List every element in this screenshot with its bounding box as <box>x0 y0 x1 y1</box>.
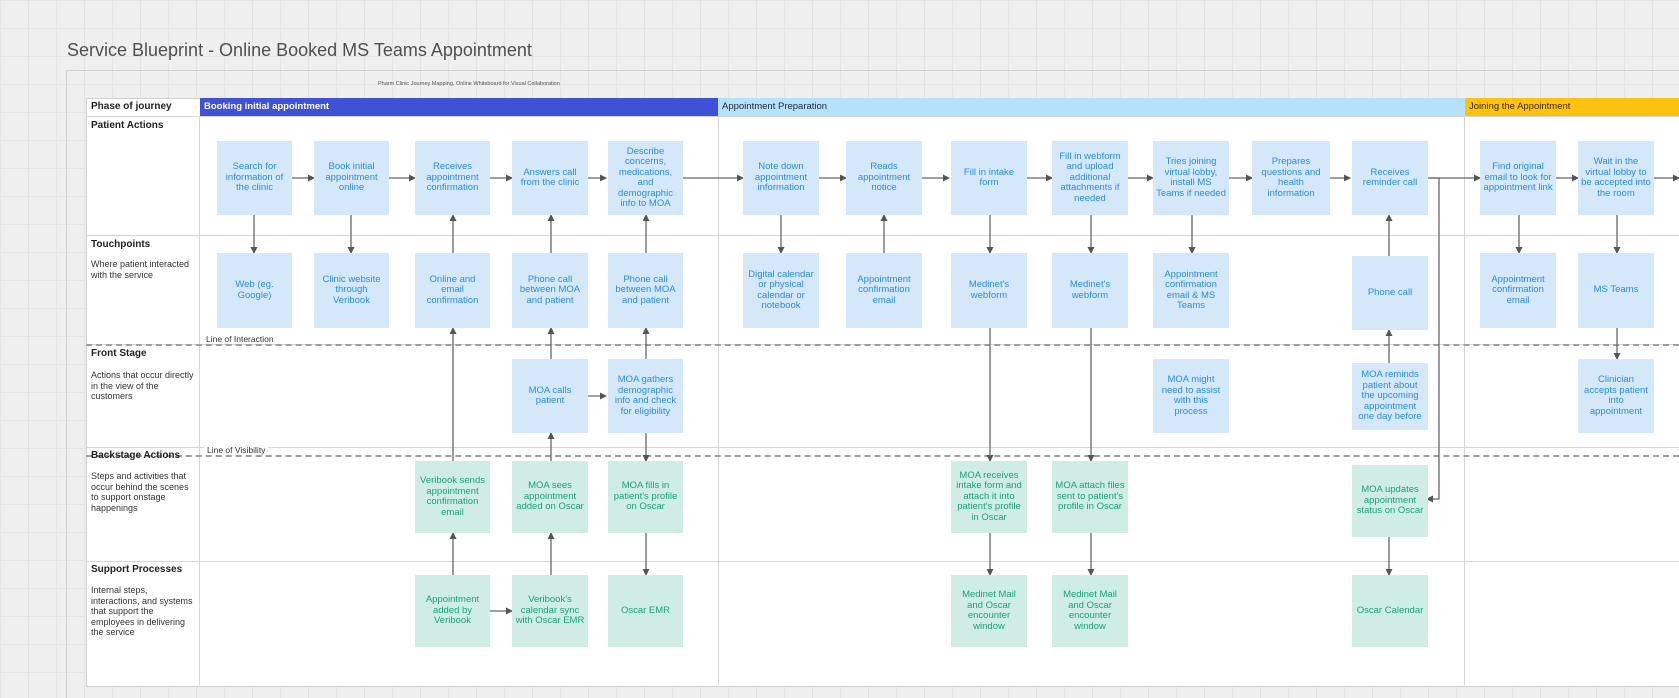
card-touch-phone-call-3[interactable]: Phone call <box>1352 256 1428 330</box>
card-touch-ms-teams[interactable]: MS Teams <box>1578 253 1654 328</box>
line-of-visibility <box>86 455 1679 457</box>
card-find-email-link[interactable]: Find original email to look for appointm… <box>1480 141 1556 215</box>
card-touch-clinic-website[interactable]: Clinic website through Veribook <box>314 253 389 328</box>
card-touch-phone-call-1[interactable]: Phone call between MOA and patient <box>512 253 588 328</box>
card-fill-webform[interactable]: Fill in webform and upload additional at… <box>1052 141 1128 215</box>
card-fill-intake[interactable]: Fill in intake form <box>951 141 1027 215</box>
frame-border-left <box>66 70 67 698</box>
card-touch-confirmation-email-2[interactable]: Appointment confirmation email <box>1480 253 1556 328</box>
card-search-info[interactable]: Search for information of the clinic <box>217 141 292 215</box>
card-support-oscar-calendar[interactable]: Oscar Calendar <box>1352 575 1428 647</box>
card-receives-confirmation[interactable]: Receives appointment confirmation <box>415 141 490 215</box>
phase-preparation[interactable]: Appointment Preparation <box>718 98 1465 116</box>
lane-title-touchpoints: Touchpoints <box>91 239 151 250</box>
card-back-moa-attach-files[interactable]: MOA attach files sent to patient's profi… <box>1052 461 1128 533</box>
card-support-medinet-mail-2[interactable]: Medinet Mail and Oscar encounter window <box>1052 575 1128 647</box>
phase-joining[interactable]: Joining the Appointment <box>1465 98 1679 116</box>
card-touch-online-email[interactable]: Online and email confirmation <box>415 253 490 328</box>
card-touch-calendar[interactable]: Digital calendar or physical calendar or… <box>743 253 819 328</box>
line-of-interaction-label: Line of Interaction <box>203 334 277 344</box>
row-divider <box>86 561 1679 562</box>
card-answers-call[interactable]: Answers call from the clinic <box>512 141 588 215</box>
card-touch-web[interactable]: Web (eg. Google) <box>217 253 292 328</box>
lane-desc-touchpoints: Where patient interacted with the servic… <box>91 259 190 280</box>
card-prepares-questions[interactable]: Prepares questions and health informatio… <box>1252 141 1330 215</box>
card-back-moa-receives-intake[interactable]: MOA receives intake form and attach it i… <box>951 461 1027 533</box>
row-divider <box>86 447 1679 448</box>
line-of-interaction <box>86 344 1679 346</box>
lane-desc-backstage: Steps and activities that occur behind t… <box>91 471 189 513</box>
card-back-moa-fills-profile[interactable]: MOA fills in patient's profile on Oscar <box>608 461 683 533</box>
card-front-clinician-accepts[interactable]: Clinician accepts patient into appointme… <box>1578 359 1654 433</box>
card-touch-email-teams[interactable]: Appointment confirmation email & MS Team… <box>1153 253 1229 328</box>
row-divider <box>86 116 1679 117</box>
frame-border-top <box>66 70 1679 71</box>
line-of-visibility-label: Line of Visibility <box>204 445 269 455</box>
card-touch-confirmation-email[interactable]: Appointment confirmation email <box>846 253 922 328</box>
column-divider <box>718 116 719 685</box>
card-note-down-info[interactable]: Note down appointment information <box>743 141 819 215</box>
card-wait-virtual-lobby[interactable]: Wait in the virtual lobby to be accepted… <box>1578 141 1654 215</box>
board-subtitle: Pharm Clinic Journey Mapping, Online Whi… <box>378 81 560 87</box>
phase-booking[interactable]: Booking initial appointment <box>200 98 718 116</box>
card-describe-concerns[interactable]: Describe concerns, medications, and demo… <box>608 141 683 215</box>
card-tries-joining-lobby[interactable]: Tries joining virtual lobby, install MS … <box>1153 141 1229 215</box>
card-book-appointment[interactable]: Book initial appointment online <box>314 141 389 215</box>
card-back-moa-updates-status[interactable]: MOA updates appointment status on Oscar <box>1352 465 1428 537</box>
lane-title-patient-actions: Patient Actions <box>91 120 164 131</box>
lane-desc-support: Internal steps, interactions, and system… <box>91 585 193 637</box>
lane-title-support: Support Processes <box>91 564 183 575</box>
page-title: Service Blueprint - Online Booked MS Tea… <box>67 40 532 60</box>
card-support-calendar-sync[interactable]: Veribook's calendar sync with Oscar EMR <box>512 575 588 647</box>
card-back-moa-sees[interactable]: MOA sees appointment added on Oscar <box>512 461 588 533</box>
card-support-added-by-veribook[interactable]: Appointment added by Veribook <box>415 575 490 647</box>
column-divider <box>199 116 200 685</box>
card-touch-medinet-webform-1[interactable]: Medinet's webform <box>951 253 1027 328</box>
card-front-moa-assist[interactable]: MOA might need to assist with this proce… <box>1153 359 1229 433</box>
card-front-moa-gathers[interactable]: MOA gathers demographic info and check f… <box>608 359 683 433</box>
card-reads-notice[interactable]: Reads appointment notice <box>846 141 922 215</box>
card-support-medinet-mail-1[interactable]: Medinet Mail and Oscar encounter window <box>951 575 1027 647</box>
lane-title-front-stage: Front Stage <box>91 348 147 359</box>
column-divider <box>1464 116 1465 685</box>
card-support-oscar-emr[interactable]: Oscar EMR <box>608 575 683 647</box>
lane-desc-front-stage: Actions that occur directly in the view … <box>91 370 194 401</box>
lane-title-backstage: Backstage Actions <box>91 450 181 461</box>
phase-of-journey-label: Phase of journey <box>91 101 172 112</box>
card-front-moa-reminds[interactable]: MOA reminds patient about the upcoming a… <box>1352 363 1428 430</box>
row-divider <box>86 235 1679 236</box>
card-front-moa-calls[interactable]: MOA calls patient <box>512 359 588 433</box>
card-touch-medinet-webform-2[interactable]: Medinet's webform <box>1052 253 1128 328</box>
card-back-veribook-sends[interactable]: Veribook sends appointment confirmation … <box>415 461 490 533</box>
card-touch-phone-call-2[interactable]: Phone call between MOA and patient <box>608 253 683 328</box>
card-receives-reminder[interactable]: Receives reminder call <box>1352 141 1428 215</box>
